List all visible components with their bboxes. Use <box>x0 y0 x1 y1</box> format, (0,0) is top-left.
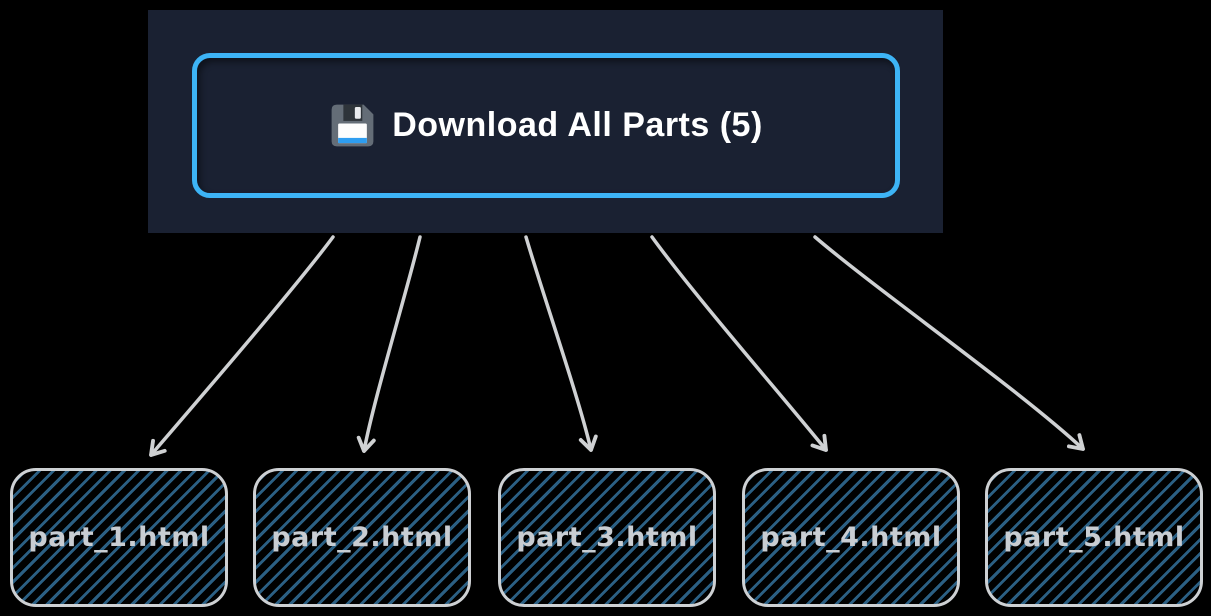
download-all-parts-button[interactable]: Download All Parts (5) <box>192 53 900 198</box>
arrow-to-part-2 <box>356 235 422 453</box>
arrow-to-part-1 <box>149 235 335 457</box>
part-node-4: part_4.html <box>742 468 960 607</box>
arrow-to-part-5 <box>813 235 1085 451</box>
part-node-3-label: part_3.html <box>516 522 698 553</box>
download-button-label: Download All Parts (5) <box>392 106 763 144</box>
part-node-2-label: part_2.html <box>271 522 453 553</box>
part-node-3: part_3.html <box>498 468 716 607</box>
arrow-to-part-3 <box>524 235 598 452</box>
part-node-5-label: part_5.html <box>1003 522 1185 553</box>
floppy-disk-icon <box>329 102 376 149</box>
arrow-to-part-4 <box>650 235 828 452</box>
header-panel: Download All Parts (5) <box>148 10 943 233</box>
part-node-4-label: part_4.html <box>760 522 942 553</box>
part-node-2: part_2.html <box>253 468 471 607</box>
part-node-1-label: part_1.html <box>28 522 210 553</box>
part-node-1: part_1.html <box>10 468 228 607</box>
part-node-5: part_5.html <box>985 468 1203 607</box>
